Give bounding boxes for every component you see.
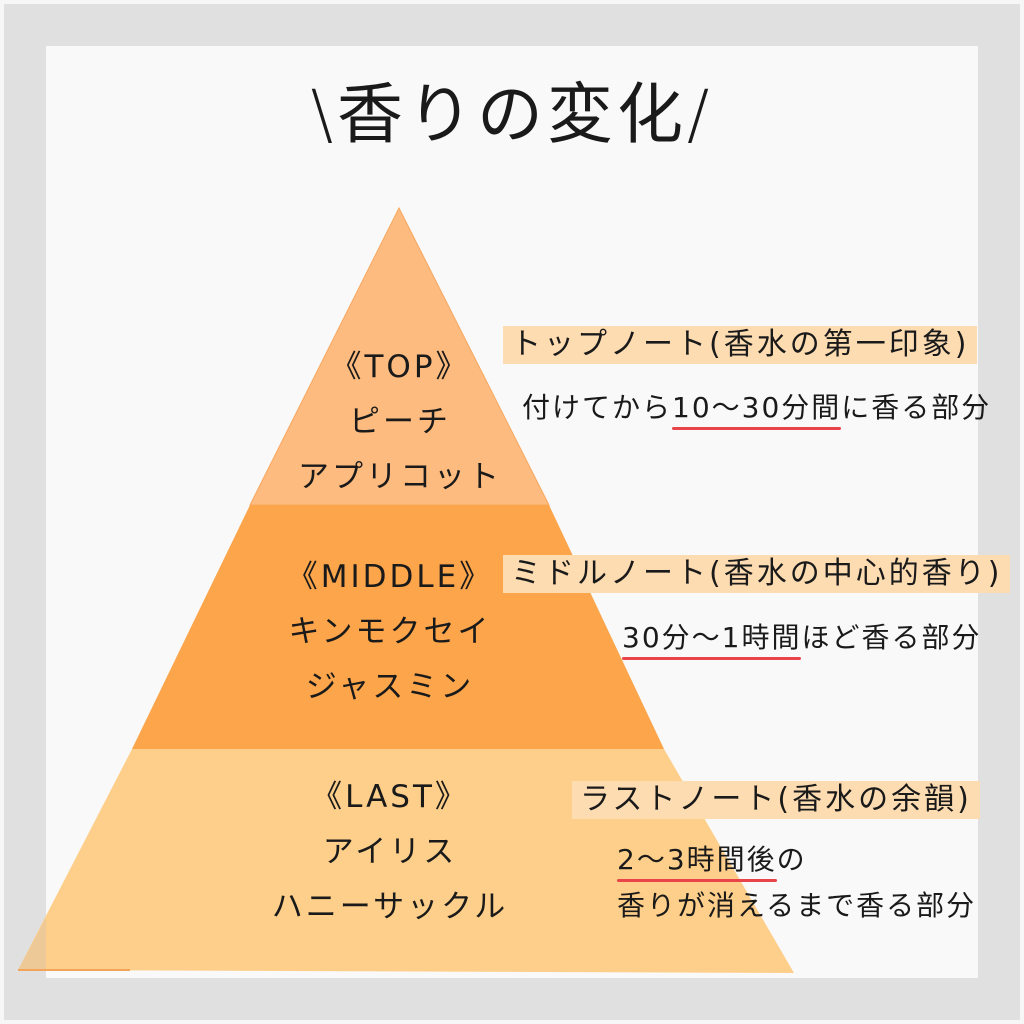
page-title: \香りの変化/ (310, 76, 714, 153)
middle-desc-highlight: 30分〜1時間 (622, 621, 802, 654)
last-desc-after: の (776, 843, 807, 876)
tier-last-note-2: ハニーサックル (271, 889, 509, 925)
last-note-description-line1: 2〜3時間後の (617, 836, 807, 884)
top-note-label: トップノート(香水の第一印象) (503, 326, 978, 364)
tier-last-heading: 《LAST》 (311, 779, 469, 815)
tier-middle-heading: 《MIDDLE》 (286, 559, 494, 595)
middle-note-description: 30分〜1時間ほど香る部分 (622, 614, 981, 662)
tier-top-text: 《TOP》 ピーチ アプリコット (250, 340, 550, 505)
middle-note-label: ミドルノート(香水の中心的香り) (503, 555, 1011, 593)
last-note-description-line2: 香りが消えるまで香る部分 (617, 889, 977, 922)
last-desc-highlight: 2〜3時間後 (617, 843, 777, 876)
pyramid-tier-last-overhang (18, 918, 46, 970)
tier-top-note-2: アプリコット (298, 459, 502, 495)
tier-middle-note-2: ジャスミン (305, 669, 475, 705)
tier-top-note-1: ピーチ (349, 404, 451, 440)
tier-middle-note-1: キンモクセイ (288, 614, 492, 650)
top-desc-before: 付けてから (522, 391, 673, 424)
tier-top-heading: 《TOP》 (330, 349, 470, 385)
top-desc-after: に香る部分 (841, 391, 992, 424)
tier-last-text: 《LAST》 アイリス ハニーサックル (240, 770, 540, 935)
middle-desc-after: ほど香る部分 (801, 621, 982, 654)
top-desc-highlight: 10〜30分間 (672, 391, 842, 424)
tier-middle-text: 《MIDDLE》 キンモクセイ ジャスミン (240, 550, 540, 715)
top-note-description: 付けてから10〜30分間に香る部分 (522, 384, 991, 432)
last-note-label: ラストノート(香水の余韻) (572, 781, 980, 819)
tier-last-note-1: アイリス (322, 834, 458, 870)
